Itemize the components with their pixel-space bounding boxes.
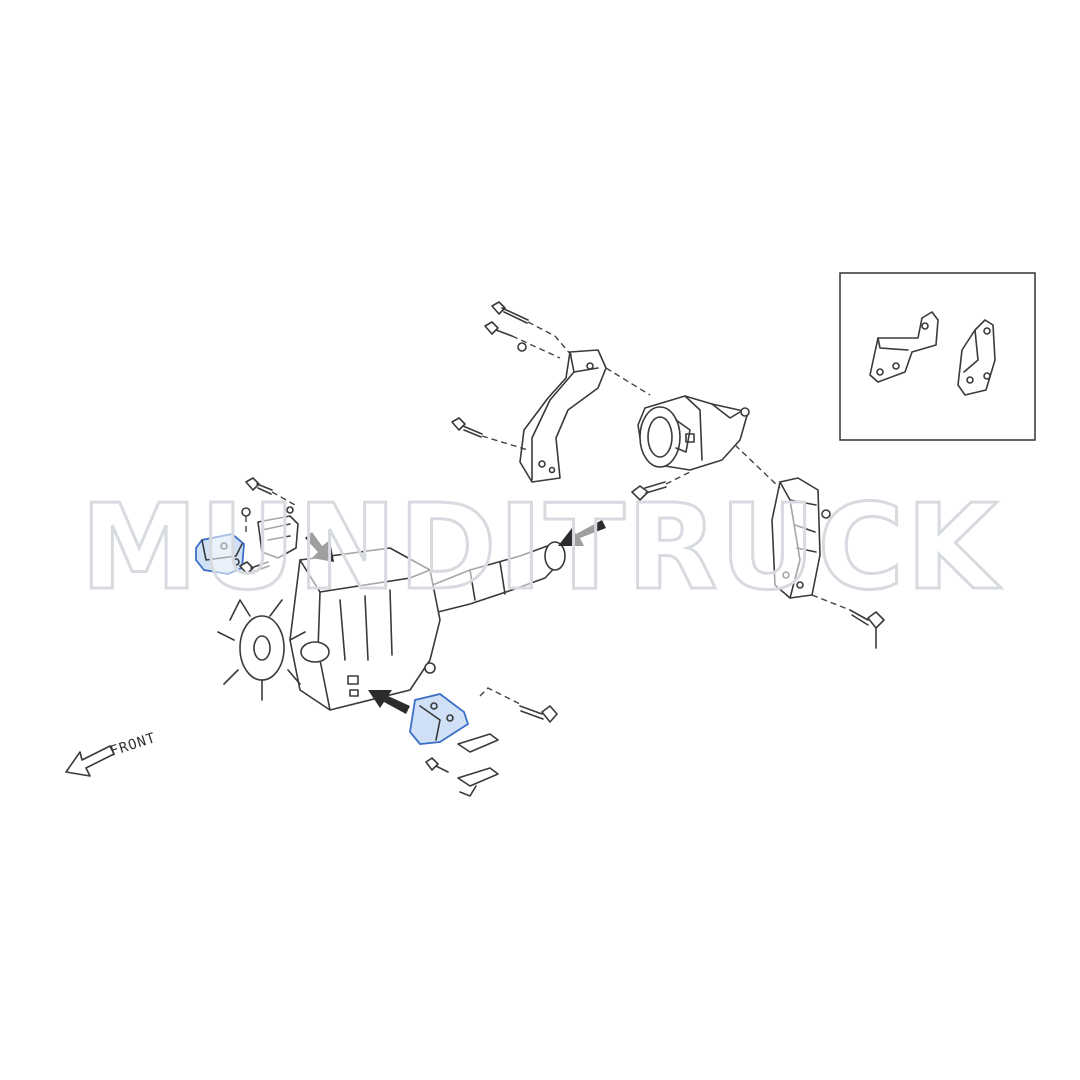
left-engine-mount-highlighted (195, 533, 245, 575)
inset-bracket-detail (839, 272, 1036, 441)
bolt-upper-1 (491, 301, 529, 324)
front-direction-indicator: FRONT (65, 730, 158, 777)
left-mount-bracket (257, 506, 299, 559)
bolt-mount-lower (631, 481, 667, 501)
assembly-arrow-bottom (368, 690, 410, 714)
left-down-arrow-icon (65, 745, 115, 777)
bolt-left-top (245, 477, 273, 495)
bolt-upper-3 (451, 417, 483, 438)
bolt-left-low (239, 561, 270, 575)
engine-transmission-assembly (217, 541, 566, 711)
assembly-arrow-top (558, 520, 606, 546)
rubber-engine-mount (637, 395, 750, 471)
transmission-crossmember-bracket (519, 349, 607, 483)
assembly-arrow-left (305, 532, 334, 562)
bolt-upper-2 (484, 321, 527, 352)
watermark-text: MUNDITRUCK (80, 478, 1002, 616)
front-label: FRONT (108, 730, 158, 760)
right-engine-mount-highlighted (409, 693, 470, 745)
bolt-lower-right (849, 609, 885, 649)
lower-mount-hardware (425, 733, 499, 797)
bolt-lower-mount (519, 705, 558, 723)
